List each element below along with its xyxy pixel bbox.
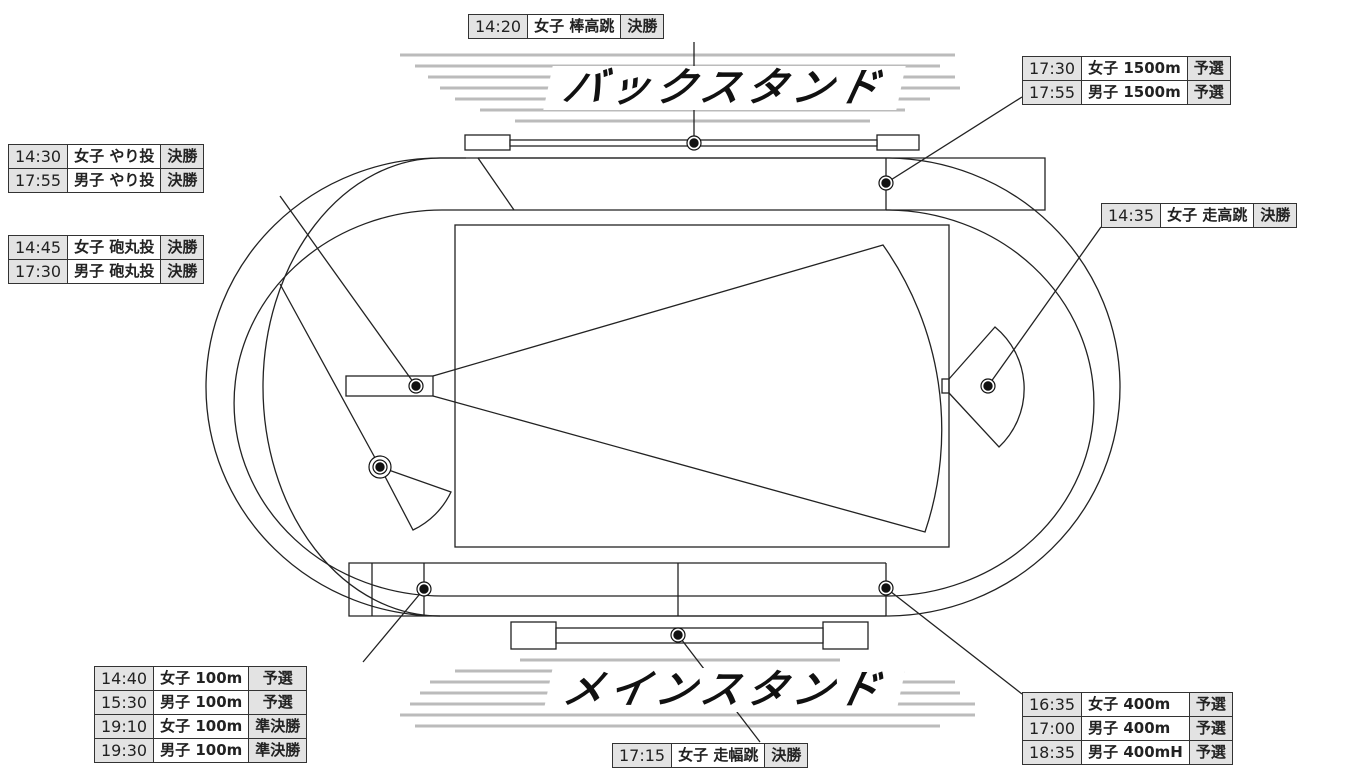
back-stand-title: バックスタンド (543, 65, 906, 111)
schedule-event: 男子 100m (153, 690, 250, 715)
schedule-round: 予選 (1186, 80, 1231, 105)
main-straight (348, 562, 887, 617)
marker-long-jump (670, 627, 686, 643)
schedule-time: 16:35 (1021, 692, 1083, 717)
schedule-event: 女子 400m (1081, 692, 1190, 717)
marker-100m (416, 581, 432, 597)
schedule-round: 決勝 (160, 259, 205, 284)
schedule-round: 決勝 (1253, 203, 1298, 228)
schedule-event: 女子 100m (153, 714, 250, 739)
schedule-round: 決勝 (160, 144, 205, 169)
schedule-round: 決勝 (764, 743, 809, 768)
schedule-event: 女子 1500m (1081, 56, 1188, 81)
schedule-time: 14:35 (1100, 203, 1162, 228)
schedule-round: 準決勝 (248, 738, 308, 763)
schedule-time: 17:15 (611, 743, 673, 768)
event-markers (368, 135, 996, 643)
schedule-round: 予選 (248, 666, 308, 691)
marker-400m (878, 580, 894, 596)
schedule-time: 14:20 (467, 14, 529, 39)
schedule-time: 19:10 (93, 714, 155, 739)
schedule-time: 14:30 (7, 144, 69, 169)
schedule-time: 17:30 (7, 259, 69, 284)
schedule-time: 17:55 (1021, 80, 1083, 105)
schedule-time: 18:35 (1021, 740, 1083, 765)
schedule-event: 女子 棒高跳 (527, 14, 622, 39)
shot-put-sector (378, 465, 452, 531)
schedule-event: 女子 走幅跳 (671, 743, 766, 768)
schedule-event: 女子 やり投 (67, 144, 162, 169)
schedule-event: 男子 砲丸投 (67, 259, 162, 284)
schedule-event: 男子 400mH (1081, 740, 1190, 765)
marker-javelin (408, 378, 424, 394)
schedule-event: 女子 走高跳 (1160, 203, 1255, 228)
schedule-round: 予選 (1188, 716, 1233, 741)
marker-high-jump (980, 378, 996, 394)
schedule-round: 決勝 (160, 235, 205, 260)
schedule-event: 女子 砲丸投 (67, 235, 162, 260)
schedule-time: 17:00 (1021, 716, 1083, 741)
marker-1500m (878, 175, 894, 191)
schedule-time: 17:30 (1021, 56, 1083, 81)
schedule-time: 19:30 (93, 738, 155, 763)
schedule-round: 決勝 (620, 14, 665, 39)
schedule-time: 17:55 (7, 168, 69, 193)
schedule-event: 男子 1500m (1081, 80, 1188, 105)
high-jump-fan (941, 326, 1025, 448)
marker-shot-put (368, 455, 392, 479)
schedule-event: 男子 やり投 (67, 168, 162, 193)
schedule-round: 予選 (248, 690, 308, 715)
main-stand-title: メインスタンド (543, 667, 906, 713)
schedule-time: 14:45 (7, 235, 69, 260)
long-jump-runway (510, 621, 869, 650)
schedule-round: 予選 (1188, 692, 1233, 717)
schedule-event: 男子 100m (153, 738, 250, 763)
schedule-event: 女子 100m (153, 666, 250, 691)
schedule-round: 準決勝 (248, 714, 308, 739)
schedule-time: 14:40 (93, 666, 155, 691)
schedule-time: 15:30 (93, 690, 155, 715)
marker-pole-vault (686, 135, 702, 151)
schedule-event: 男子 400m (1081, 716, 1190, 741)
schedule-round: 決勝 (160, 168, 205, 193)
schedule-round: 予選 (1188, 740, 1233, 765)
schedule-round: 予選 (1186, 56, 1231, 81)
